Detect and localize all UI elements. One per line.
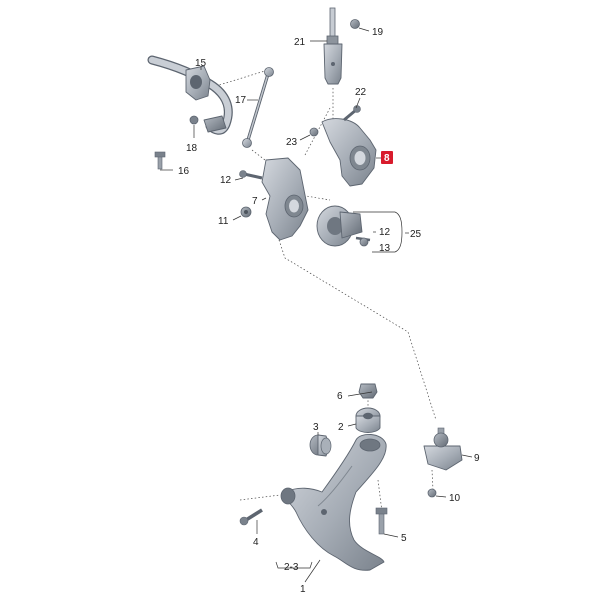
bolt-4 bbox=[239, 508, 263, 526]
label-part-2: 2 bbox=[338, 422, 344, 433]
wheel-hub bbox=[316, 205, 363, 247]
bolt-16 bbox=[154, 151, 166, 170]
control-arm bbox=[280, 434, 387, 571]
wheel-bearing-housing-left bbox=[261, 157, 309, 241]
label-part-12-hub: 12 bbox=[379, 227, 391, 238]
coupling-rod bbox=[242, 67, 274, 148]
label-part-11: 11 bbox=[218, 216, 229, 227]
bushing-3 bbox=[309, 434, 332, 457]
stabilizer-bracket-clamp bbox=[203, 115, 227, 133]
nut-6 bbox=[358, 383, 378, 399]
shock-absorber bbox=[323, 7, 343, 85]
bushing-2 bbox=[355, 407, 381, 433]
nut-11 bbox=[240, 206, 252, 218]
bolt-5 bbox=[375, 507, 388, 535]
wheel-bearing-housing-right bbox=[321, 118, 377, 187]
bolt-22 bbox=[343, 105, 361, 122]
label-part-12-upper: 12 bbox=[220, 175, 232, 186]
label-part-17: 17 bbox=[235, 95, 247, 106]
label-part-25: 25 bbox=[410, 229, 422, 240]
bolt-18 bbox=[189, 115, 199, 125]
highlighted-callout-8: 8 bbox=[381, 151, 393, 164]
label-part-9: 9 bbox=[474, 453, 480, 464]
ball-joint bbox=[423, 427, 463, 471]
label-part-10: 10 bbox=[449, 493, 461, 504]
label-part-6: 6 bbox=[337, 391, 343, 402]
label-part-16: 16 bbox=[178, 166, 190, 177]
label-part-7: 7 bbox=[252, 196, 258, 207]
stabilizer-bar bbox=[147, 55, 233, 135]
nut-10 bbox=[427, 488, 437, 498]
label-part-13: 13 bbox=[379, 243, 391, 254]
label-part-22: 22 bbox=[355, 87, 367, 98]
label-part-15: 15 bbox=[195, 58, 207, 69]
label-part-4: 4 bbox=[253, 537, 259, 548]
nut-23 bbox=[309, 127, 319, 137]
label-part-5: 5 bbox=[401, 533, 407, 544]
label-part-19: 19 bbox=[372, 27, 384, 38]
label-part-8: 8 bbox=[384, 153, 390, 164]
nut-19 bbox=[350, 19, 360, 29]
label-part-18: 18 bbox=[186, 143, 198, 154]
callout-labels: 21 19 15 17 18 16 22 23 8 12 7 11 12 25 … bbox=[178, 27, 480, 595]
leader-lines bbox=[160, 27, 473, 583]
bolt-12-upper bbox=[239, 170, 263, 180]
bolt-13 bbox=[359, 237, 369, 247]
label-part-23: 23 bbox=[286, 137, 298, 148]
label-part-2-3: 2-3 bbox=[284, 562, 299, 573]
stabilizer-bracket bbox=[185, 65, 211, 101]
label-part-21: 21 bbox=[294, 37, 306, 48]
label-part-3: 3 bbox=[313, 422, 319, 433]
label-part-1: 1 bbox=[300, 584, 306, 595]
